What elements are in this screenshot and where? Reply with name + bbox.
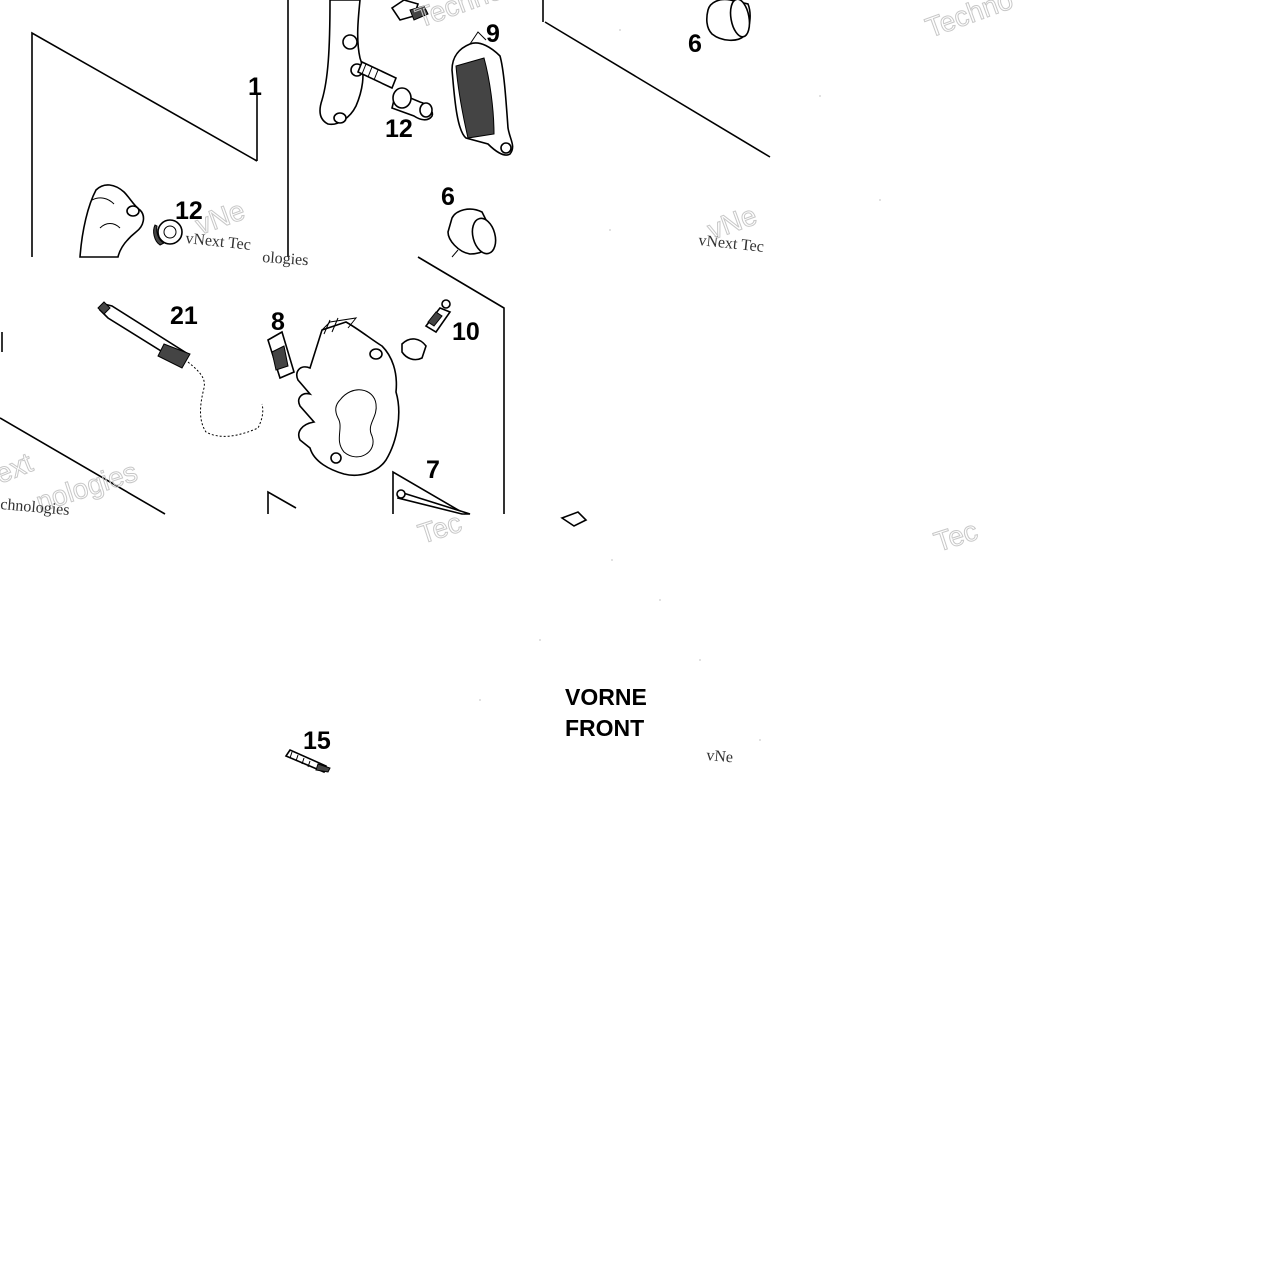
callout-15: 15 <box>303 727 331 755</box>
callout-6-right: 6 <box>688 30 702 58</box>
tile-brake-hose: 21 ext nologies chnologies <box>0 301 264 519</box>
callout-12-middle: 12 <box>385 115 413 143</box>
callout-6-middle: 6 <box>441 183 455 211</box>
tile-piston-right: 6 vNext Tec vNe Techno <box>544 0 1017 256</box>
caliper-body <box>295 317 400 476</box>
tile-brake-pads: 9 12 6 Techno <box>287 0 544 258</box>
piston-6-right <box>706 0 751 42</box>
pad-clip-8 <box>267 330 295 380</box>
front-label-vorne: VORNE <box>565 684 647 710</box>
watermark-tec-middle: Tec <box>414 507 465 550</box>
frame-hose-bottom <box>0 417 166 515</box>
caliper-bolt-7 <box>396 489 471 515</box>
brake-pad-9 <box>451 31 514 156</box>
frame-caliper-lower <box>267 490 297 514</box>
watermark-ext: ext <box>0 447 37 490</box>
watermark-vnext-left: vNext Tec <box>185 230 252 254</box>
watermark-techno-right: Techno <box>921 0 1016 44</box>
callout-7: 7 <box>426 456 440 484</box>
watermark-vnext-right: vNext Tec <box>698 232 765 256</box>
bushing-12-middle <box>391 87 434 121</box>
frame-caliper <box>417 256 505 514</box>
pad-spring-partial <box>390 0 429 21</box>
caliper-arm <box>319 0 364 126</box>
screw-15 <box>284 748 331 774</box>
callout-10: 10 <box>452 318 480 346</box>
guide-pin <box>356 60 398 90</box>
callout-12-left: 12 <box>175 197 203 225</box>
front-direction-label: VORNE FRONT <box>565 684 647 741</box>
caliper-bracket-partial <box>79 184 145 258</box>
callout-21: 21 <box>170 302 198 330</box>
bolt-fragment <box>560 511 588 527</box>
bushing-12-left <box>153 219 183 246</box>
front-label-front: FRONT <box>565 715 644 741</box>
watermark-vne-bottom: vNe <box>706 747 734 766</box>
frame-bolt-box <box>392 470 466 515</box>
tile-caliper-left: 1 12 vNext Tec vNe <box>31 31 262 258</box>
watermark-tec-right: Tec <box>930 515 981 558</box>
tile-caliper-body: 8 10 7 Tec <box>267 256 505 550</box>
scan-speckle <box>479 29 881 741</box>
bleed-valve-10 <box>401 299 452 361</box>
callout-9: 9 <box>486 20 500 48</box>
callout-1: 1 <box>248 73 262 101</box>
frame-right <box>544 21 771 158</box>
brake-hose-21 <box>97 301 264 437</box>
callout-8: 8 <box>271 308 285 336</box>
piston-6-middle <box>447 208 497 258</box>
watermark-chnologies: chnologies <box>0 496 70 519</box>
watermark-ologies-seam: ologies <box>262 249 309 269</box>
frame-left <box>31 31 258 257</box>
